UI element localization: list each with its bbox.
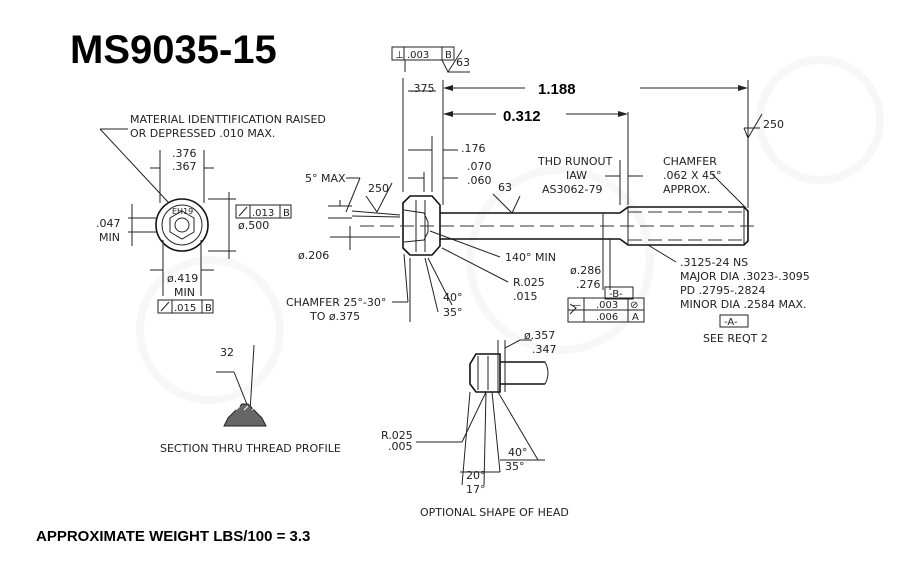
material-mark: EH19	[172, 207, 193, 216]
top-fcf-tolerance: .003	[407, 50, 429, 61]
length-dimension: 1.188	[538, 81, 576, 98]
dim-047: .047	[96, 217, 121, 230]
radius-opt-005: .005	[388, 440, 413, 453]
dim-dia-419: ø.419	[167, 272, 198, 285]
dim-060: .060	[467, 174, 492, 187]
straightness-icon: —	[571, 300, 581, 311]
angle-opt-40: 40°	[508, 446, 528, 459]
angle-35: 35°	[443, 306, 463, 319]
angle-40: 40°	[443, 291, 463, 304]
dim-419-min: MIN	[174, 286, 195, 299]
fcf-015-tolerance: .015	[174, 303, 196, 314]
dim-dia-286: ø.286	[570, 264, 601, 277]
see-reqt-note: SEE REQT 2	[703, 332, 768, 345]
thread-length-value: 0.312	[503, 108, 541, 125]
fcf2-tolerance: .006	[596, 312, 618, 323]
datum-b: -B-	[609, 289, 623, 300]
thread-spec: .3125-24 NS MAJOR DIA .3023-.3095 PD .27…	[647, 244, 810, 345]
part-number-title: MS9035-15	[70, 28, 277, 72]
dim-376: .376	[172, 147, 197, 160]
radius-025: R.025	[513, 276, 545, 289]
material-note-line2: OR DEPRESSED .010 MAX.	[130, 127, 275, 140]
material-note-line1: MATERIAL IDENTTIFICATION RAISED	[130, 113, 326, 126]
dim-dia-500: ø.500	[238, 219, 269, 232]
dim-dia-206: ø.206	[298, 249, 329, 262]
angle-140-min: 140° MIN	[505, 251, 556, 264]
thread-profile-caption: SECTION THRU THREAD PROFILE	[160, 442, 341, 455]
perpendicularity-icon: ⊥	[395, 50, 404, 61]
thread-spec-line3: PD .2795-.2824	[680, 284, 766, 297]
surface-finish-250-right: 250	[763, 118, 784, 131]
dim-176: .176	[461, 142, 486, 155]
thread-length-dimension: 0.312	[443, 108, 629, 205]
chamfer-note-line1: CHAMFER 25°-30°	[286, 296, 386, 309]
top-fcf-datum: B	[445, 50, 452, 61]
surface-finish-63-shank: 63	[498, 181, 512, 194]
dim-367: .367	[172, 160, 197, 173]
chamfer-line2: .062 X 45°	[663, 169, 722, 182]
dim-070: .070	[467, 160, 492, 173]
dim-276: .276	[576, 278, 601, 291]
angle-20: 20°	[466, 469, 486, 482]
thread-spec-line4: MINOR DIA .2584 MAX.	[680, 298, 807, 311]
radius-015: .015	[513, 290, 538, 303]
top-feature-control-frame: ⊥ .003 B 63	[391, 46, 470, 74]
head-height-dim: .375	[410, 82, 435, 95]
thread-profile-section: 32 SECTION THRU THREAD PROFILE	[160, 344, 341, 455]
fcf-015-datum: B	[205, 303, 212, 314]
angle-opt-35: 35°	[505, 460, 525, 473]
side-view-shank: 63 THD RUNOUT IAW AS3062-79 CHAMFER .062…	[360, 113, 784, 323]
surface-finish-250: 250	[368, 182, 389, 195]
thd-runout-line3: AS3062-79	[542, 183, 602, 196]
surface-finish-32: 32	[220, 346, 234, 359]
angle-17: 17°	[466, 483, 486, 496]
fcf2-datum: A	[632, 312, 639, 323]
thd-runout-line2: IAW	[566, 169, 587, 182]
optional-head-caption: OPTIONAL SHAPE OF HEAD	[420, 506, 569, 519]
radius-opt-025: R.025	[381, 429, 413, 442]
fcf-013-datum: B	[283, 208, 290, 219]
chamfer-line1: CHAMFER	[663, 155, 717, 168]
fcf-013-tolerance: .013	[252, 208, 274, 219]
side-view-head: .375 .176 .070 .060 5° MAX 250 ø.206 140…	[286, 78, 556, 323]
angle-5-max: 5° MAX	[305, 172, 346, 185]
dim-047-min: MIN	[99, 231, 120, 244]
dim-dia-357: ø.357	[524, 329, 555, 342]
weight-note: APPROXIMATE WEIGHT LBS/100 = 3.3	[36, 528, 310, 545]
end-view: MATERIAL IDENTTIFICATION RAISED OR DEPRE…	[96, 113, 326, 314]
surface-finish-63-top: 63	[456, 56, 470, 69]
dim-347: .347	[532, 343, 557, 356]
chamfer-line3: APPROX.	[663, 183, 710, 196]
fcf1-tolerance: .003	[596, 300, 618, 311]
thread-spec-line2: MAJOR DIA .3023-.3095	[680, 270, 810, 283]
optional-head-view: ø.357 .347 R.025 .005 20° 17° 40° 35° OP…	[381, 329, 569, 519]
datum-a: -A-	[724, 317, 738, 328]
overall-length-dimension: 1.188	[442, 80, 749, 208]
chamfer-note-line2: TO ø.375	[309, 310, 360, 323]
mmc-icon: ⊘	[630, 300, 638, 311]
thread-spec-line1: .3125-24 NS	[680, 256, 748, 269]
thd-runout-line1: THD RUNOUT	[537, 155, 613, 168]
